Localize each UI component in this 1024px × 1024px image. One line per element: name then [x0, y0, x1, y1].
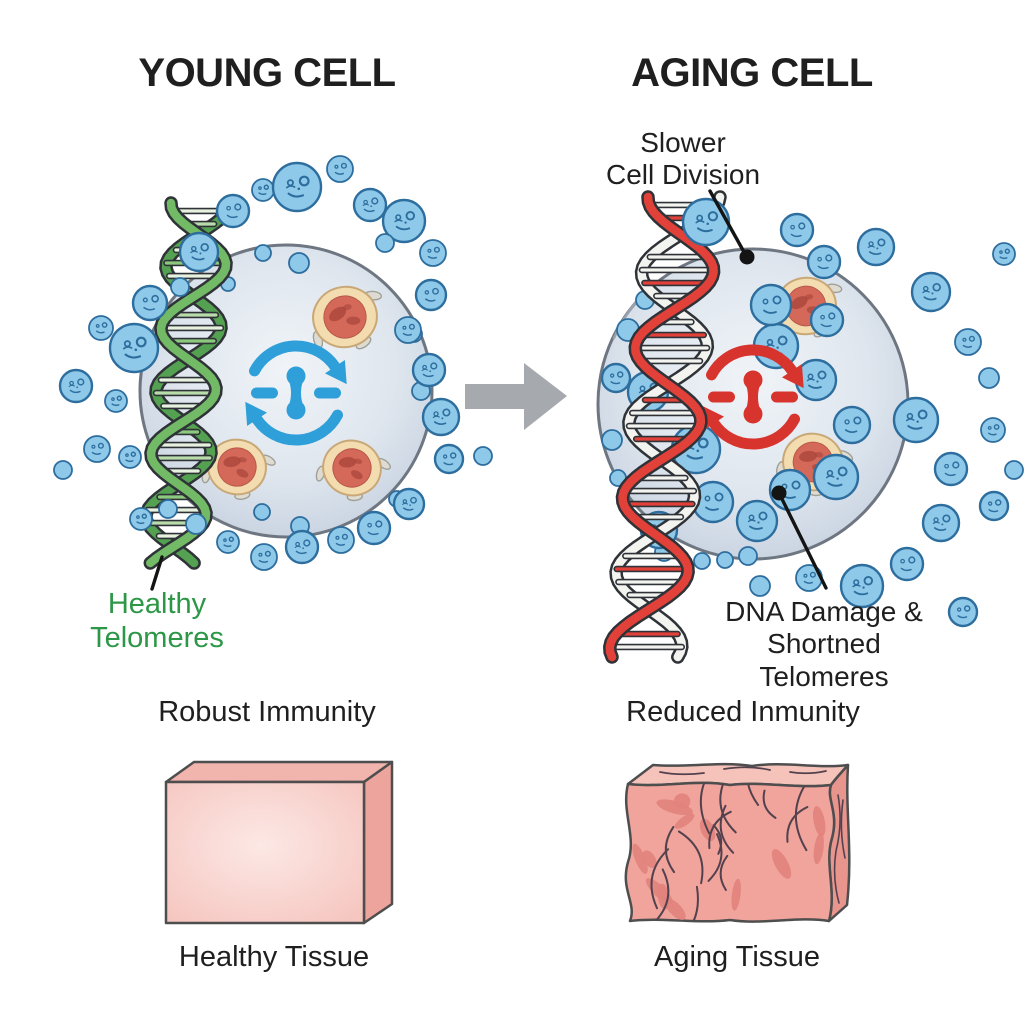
- vesicle: [992, 242, 1016, 266]
- vesicle: [327, 526, 355, 554]
- vesicle: [104, 389, 128, 413]
- organelle: [315, 439, 391, 502]
- pointer-line-cell-division: [708, 189, 746, 254]
- vesicle: [735, 499, 779, 543]
- vesicle: [978, 490, 1010, 522]
- pointer-annotations: [150, 189, 828, 591]
- healthy-tissue-label: Healthy Tissue: [178, 941, 370, 973]
- vesicle: [253, 503, 271, 521]
- arrow-right-icon: [465, 363, 567, 430]
- vesicle: [129, 507, 153, 531]
- vesicle: [215, 193, 251, 229]
- cell-cycle-red-icon: [702, 344, 804, 450]
- vesicle: [749, 283, 793, 327]
- cell-cycle-blue-icon: [245, 340, 347, 446]
- healthy-telomeres-label: Healthy Telomeres: [90, 588, 224, 654]
- pointer-line-telomeres: [150, 555, 164, 591]
- vesicle: [856, 227, 896, 267]
- vesicle: [375, 233, 395, 253]
- vesicle: [600, 362, 632, 394]
- vesicle: [421, 397, 461, 437]
- vesicle: [185, 513, 207, 535]
- vesicle: [779, 212, 815, 248]
- vesicle: [216, 530, 240, 554]
- vesicle: [158, 499, 178, 519]
- vesicle: [250, 543, 278, 571]
- vesicle: [910, 271, 952, 313]
- vesicle: [108, 322, 160, 374]
- vesicle: [284, 529, 320, 565]
- vesicle: [88, 315, 114, 341]
- vesicle: [251, 178, 275, 202]
- vesicle: [980, 417, 1006, 443]
- vesicle: [392, 487, 426, 521]
- aging-cell-illustration: [596, 190, 1024, 664]
- vesicle: [681, 197, 731, 247]
- vesicle: [832, 405, 872, 445]
- vesicle: [749, 575, 771, 597]
- vesicle: [601, 429, 623, 451]
- vesicle: [381, 198, 427, 244]
- vesicle: [1004, 460, 1024, 480]
- vesicle: [978, 367, 1000, 389]
- aging-tissue-block: [624, 762, 851, 923]
- dna-damage-shortened-telomeres-label: DNA Damage & Shortned Telomeres: [725, 596, 923, 692]
- vesicle: [411, 352, 447, 388]
- vesicle: [83, 435, 111, 463]
- vesicle: [170, 277, 190, 297]
- vesicle: [716, 551, 734, 569]
- young-cell-illustration: [53, 155, 493, 571]
- vesicle: [954, 328, 982, 356]
- vesicle: [433, 443, 465, 475]
- vesicle: [356, 510, 392, 546]
- vesicle: [839, 563, 885, 609]
- organelle: [201, 438, 276, 500]
- vesicle: [889, 546, 925, 582]
- vesicle: [691, 480, 735, 524]
- vesicle: [118, 445, 142, 469]
- vesicle: [794, 358, 838, 402]
- vesicle: [693, 552, 711, 570]
- dna-helix-red-icon: [603, 190, 727, 664]
- vesicle: [288, 252, 310, 274]
- vesicle: [809, 302, 845, 338]
- healthy-tissue-block: [164, 760, 394, 925]
- vesicle: [892, 396, 940, 444]
- reduced-immunity-label: Reduced Inmunity: [626, 696, 860, 728]
- pointer-dot: [739, 249, 755, 265]
- vesicle: [326, 155, 354, 183]
- vesicle: [419, 239, 447, 267]
- vesicle: [795, 564, 823, 592]
- vesicle: [812, 453, 860, 501]
- organelle: [312, 285, 383, 350]
- robust-immunity-label: Robust Immunity: [158, 696, 376, 728]
- slower-cell-division-label: Slower Cell Division: [605, 127, 761, 191]
- aging-tissue-label: Aging Tissue: [653, 941, 821, 973]
- vesicle: [271, 161, 323, 213]
- vesicle: [947, 596, 979, 628]
- aging-cell-title: AGING CELL: [631, 51, 873, 95]
- vesicle: [394, 316, 422, 344]
- vesicle: [254, 244, 272, 262]
- vesicle: [58, 368, 94, 404]
- vesicle: [178, 231, 220, 273]
- vesicle: [933, 451, 969, 487]
- vesicle: [53, 460, 73, 480]
- vesicle: [473, 446, 493, 466]
- vesicle: [352, 187, 388, 223]
- vesicle: [921, 503, 961, 543]
- vesicle: [131, 284, 169, 322]
- vesicle: [806, 244, 842, 280]
- aging-tissue-texture: [632, 782, 826, 922]
- young-cell-title: YOUNG CELL: [138, 51, 396, 95]
- pointer-dot: [771, 485, 787, 501]
- vesicle: [414, 278, 448, 312]
- vesicle: [738, 546, 758, 566]
- pointer-line-dna-damage: [779, 495, 828, 590]
